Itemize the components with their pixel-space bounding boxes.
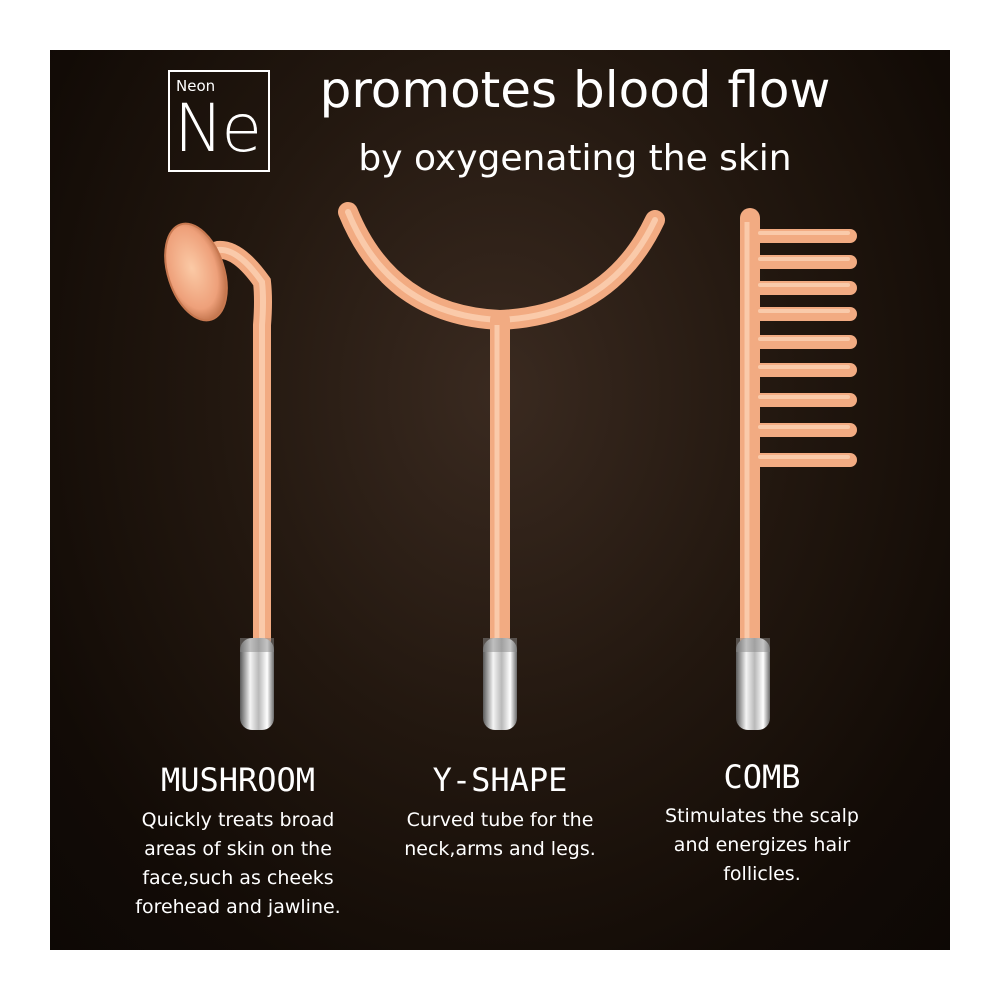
mushroom-title: MUSHROOM [160,761,316,799]
mushroom-desc-line: forehead and jawline. [135,896,341,918]
headline: promotes blood flow [319,61,831,119]
mushroom-desc-line: Quickly treats broad [141,809,335,831]
y-shape-title: Y-SHAPE [432,761,568,799]
mushroom-desc-line: areas of skin on the [144,838,332,860]
electrodes-illustration [164,202,857,730]
neon-element-tile: Neon Ne [168,70,270,172]
comb-desc-line: Stimulates the scalp [665,805,859,827]
mushroom-electrode [164,222,274,730]
element-name: Neon [176,77,216,95]
element-symbol: Ne [174,90,262,167]
y-shape-desc-line: Curved tube for the [406,809,594,831]
comb-desc-line: and energizes hair [673,834,851,856]
mushroom-description: Quickly treats broad areas of skin on th… [88,806,388,922]
subline: by oxygenating the skin [358,138,792,179]
comb-desc-line: follicles. [723,863,801,885]
y-shape-description: Curved tube for the neck,arms and legs. [350,806,650,864]
y-shape-electrode [338,202,665,730]
mushroom-desc-line: face,such as cheeks [142,867,334,889]
comb-description: Stimulates the scalp and energizes hair … [612,802,912,889]
comb-title: COMB [723,758,801,796]
y-shape-desc-line: neck,arms and legs. [404,838,596,860]
product-panel: Neon Ne promotes blood flow by oxygenati… [50,50,950,950]
comb-electrode [736,208,857,730]
